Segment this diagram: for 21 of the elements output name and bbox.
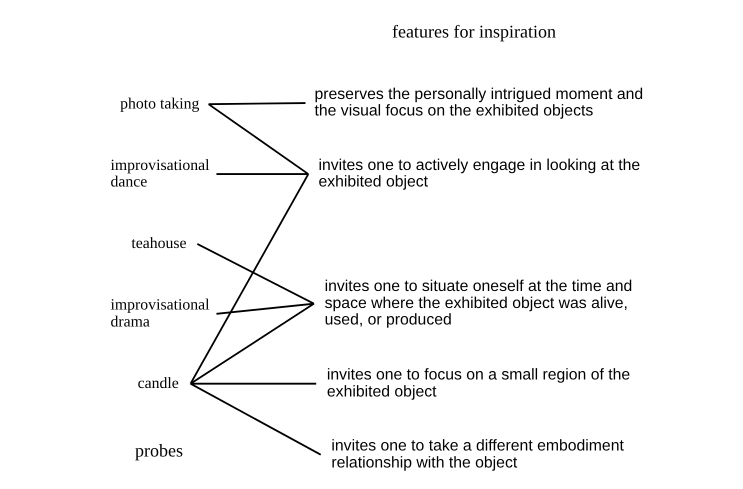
node-text: invites one to situate oneself at the time and space where the exhibited object was alive, used, or produced [324,278,632,329]
connector [190,302,314,384]
connector [208,102,306,106]
node-text: improvisational drama [110,296,209,330]
node-text: preserves the personally intrigued moment and the visual focus on the exhibited objects [314,86,643,120]
node-text: photo taking [120,95,199,112]
connector [216,302,314,315]
connector [216,173,308,175]
node-text: improvisational dance [110,156,209,191]
label: probes [134,440,183,461]
label: features for inspiration [391,21,556,42]
connector [196,243,314,304]
node-text: invites one to actively engage in looking at the exhibited object [318,156,640,191]
connector [208,103,308,175]
node-text: invites one to focus on a small region of the exhibited object [326,366,630,400]
connector [189,174,309,384]
node-text: invites one to take a different embodiment relationship with the object [330,437,624,472]
connector [190,382,321,456]
node-text: candle [137,374,178,392]
node-text: teahouse [130,235,186,252]
connector [190,382,316,385]
